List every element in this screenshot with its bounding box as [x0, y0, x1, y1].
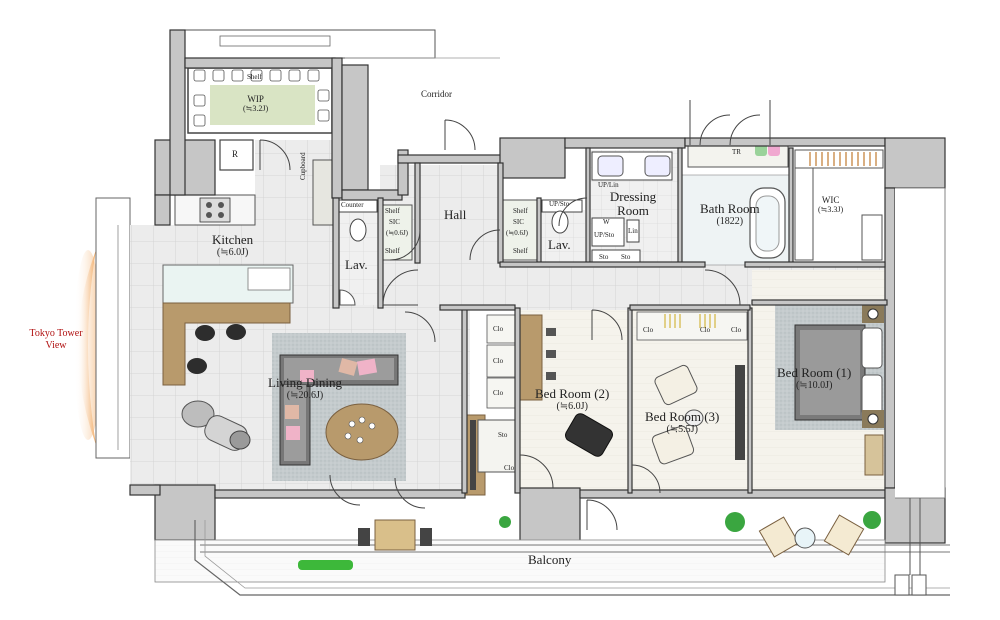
label-hall: Hall [444, 207, 467, 222]
label-bedroom-2: Bed Room (2) (≒6.0J) [535, 386, 610, 413]
corridor-area [184, 29, 500, 59]
label-sto-1: Sto [599, 253, 609, 261]
label-wic: WIC (≒3.3J) [818, 195, 844, 215]
sofa [279, 354, 399, 466]
label-clo-6: Clo [731, 326, 742, 334]
shelf-sic-2 [501, 199, 538, 261]
label-wic-area: (≒3.3J) [818, 204, 844, 214]
toilet-1 [349, 218, 367, 242]
label-balcony: Balcony [528, 552, 572, 567]
label-up-sto-2: UP/Sto [594, 231, 615, 239]
label-wip-name: WIP [247, 94, 264, 104]
label-shelf-b2: Shelf [513, 247, 528, 255]
label-living-dining: Living Dining (≒20.6J) [268, 375, 343, 402]
label-kitchen-name: Kitchen [212, 232, 254, 247]
label-tokyo-tower-view: Tokyo Tower View [29, 328, 83, 351]
label-clo-1: Clo [493, 325, 504, 333]
label-tr: TR [732, 148, 741, 156]
label-bath-room-name: Bath Room [700, 201, 760, 216]
label-living-dining-area: (≒20.6J) [286, 390, 324, 402]
lounge-chair [181, 400, 251, 451]
label-corridor: Corridor [421, 89, 452, 99]
label-kitchen: Kitchen (≒6.0J) [212, 232, 254, 259]
label-shelf-wip: Shelf [247, 73, 262, 81]
label-bedroom-3-area: (≒5.5J) [666, 424, 698, 436]
coffee-table [325, 403, 399, 461]
label-sic-1: SIC [389, 218, 400, 226]
label-up-sto-1: UP/Sto [549, 200, 570, 208]
label-up-lin: UP/Lin [598, 181, 619, 189]
tv-bedroom3 [735, 365, 745, 460]
label-bedroom-1-name: Bed Room (1) [777, 365, 852, 380]
label-bath-room: Bath Room (1822) [700, 201, 760, 228]
balcony [154, 498, 950, 596]
label-bedroom-2-area: (≒6.0J) [556, 401, 588, 413]
toilet-2 [551, 210, 569, 234]
label-sto-2: Sto [621, 253, 631, 261]
label-kitchen-area: (≒6.0J) [216, 247, 249, 259]
label-lav-1: Lav. [345, 257, 368, 272]
label-living-dining-name: Living Dining [268, 375, 343, 390]
label-counter: Counter [341, 201, 364, 209]
label-refrigerator: R [232, 149, 239, 159]
label-w: W [603, 218, 610, 226]
label-clo-7: Clo [504, 464, 515, 472]
label-shelf-a: Shelf [385, 207, 400, 215]
refrigerator [219, 139, 254, 171]
label-bedroom-1-area: (≒10.0J) [795, 380, 833, 392]
label-bedroom-2-name: Bed Room (2) [535, 386, 610, 401]
label-bedroom-1: Bed Room (1) (≒10.0J) [777, 365, 852, 392]
label-clo-2: Clo [493, 357, 504, 365]
label-wip-area: (≒3.2J) [243, 103, 269, 113]
bedroom2-chair [565, 413, 613, 457]
label-shelf-a2: Shelf [385, 247, 400, 255]
label-bath-size: (1822) [716, 216, 744, 228]
label-sic-2-area: (≒0.6J) [506, 229, 529, 237]
label-clo-3: Clo [493, 389, 504, 397]
label-bedroom-3: Bed Room (3) (≒5.5J) [645, 409, 720, 436]
door-swings [259, 100, 771, 531]
walls [129, 29, 946, 544]
label-lin: Lin [628, 227, 638, 235]
label-lav-2: Lav. [548, 237, 571, 252]
label-wip: WIP (≒3.2J) [243, 94, 269, 114]
dining-counter [162, 302, 291, 386]
cupboard [312, 159, 334, 226]
label-wic-name: WIC [821, 195, 840, 205]
label-sto-3: Sto [498, 431, 508, 439]
label-clo-5: Clo [700, 326, 711, 334]
label-dressing-room: Dressing Room [609, 189, 657, 219]
label-sic-2: SIC [513, 218, 524, 226]
label-sic-1-area: (≒0.6J) [386, 229, 409, 237]
bed-bedroom1 [794, 305, 884, 428]
label-clo-4: Clo [643, 326, 654, 334]
label-bedroom-3-name: Bed Room (3) [645, 409, 720, 424]
bedroom3-chairs [651, 364, 704, 465]
label-cupboard: Cupboard [299, 152, 307, 180]
shelf-sic-1 [381, 204, 413, 261]
label-shelf-b: Shelf [513, 207, 528, 215]
